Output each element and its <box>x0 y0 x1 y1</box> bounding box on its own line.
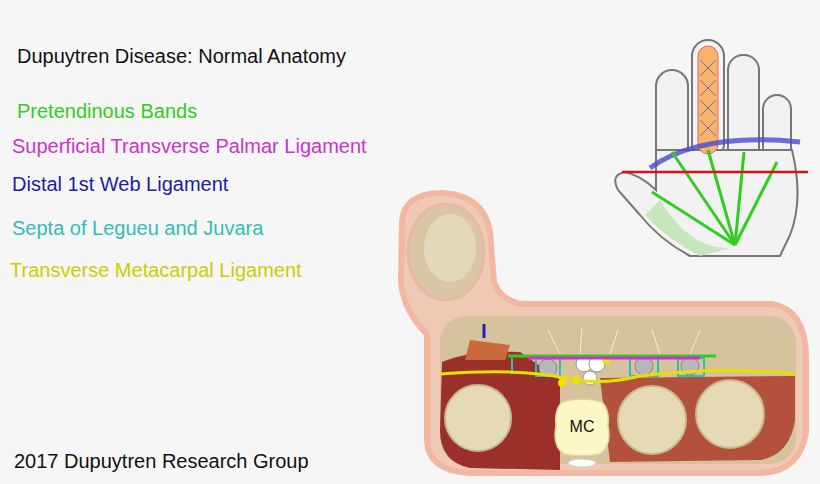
legend-swatch: Superficial Transverse Palmar Ligament <box>12 134 367 158</box>
hand-inset <box>622 171 808 174</box>
hand-inset <box>652 150 777 245</box>
hand-inset <box>700 60 716 136</box>
legend-swatch: Septa of Legueu and Juvara <box>12 216 263 240</box>
bone-shape: MC <box>552 398 612 456</box>
hand-cross-section <box>440 316 796 464</box>
hand-inset <box>652 192 735 245</box>
hand-inset <box>672 152 735 245</box>
legend-swatch: Pretendinous Bands <box>17 99 197 123</box>
fiber-rays <box>652 330 660 354</box>
metacarpal-bone <box>696 380 764 448</box>
ligament-lines <box>508 355 716 358</box>
hand-inset <box>645 200 730 256</box>
legend-text: Septa of Legueu and Juvara <box>12 217 263 239</box>
legend-swatch: Transverse Metacarpal Ligament <box>10 258 302 282</box>
metacarpal-bone <box>568 459 596 467</box>
caption: 2017 Dupuytren Research Group <box>14 449 309 473</box>
metacarpal-bone <box>618 386 686 454</box>
muscle <box>440 340 795 470</box>
hand-inset <box>615 40 808 256</box>
muscle <box>440 352 560 470</box>
title: Dupuytren Disease: Normal Anatomy <box>17 44 346 68</box>
hand-inset <box>698 46 718 154</box>
fiber-rays <box>690 330 700 354</box>
legend-text: Superficial Transverse Palmar Ligament <box>12 135 367 157</box>
metacarpal-bone <box>445 385 511 451</box>
ligament-lines <box>440 324 796 382</box>
ligament-lines <box>483 324 486 338</box>
hand-cross-section <box>408 204 484 300</box>
ligament-lines <box>440 370 796 381</box>
legend-text: Pretendinous Bands <box>17 100 197 122</box>
legend-swatch: Distal 1st Web Ligament <box>12 172 228 196</box>
muscle <box>465 340 510 360</box>
fiber-rays <box>548 330 560 354</box>
metacarpal-bone <box>445 380 764 467</box>
fiber-rays <box>580 328 582 354</box>
hand-inset <box>728 55 759 165</box>
flexor-tendon <box>635 357 653 375</box>
legend-text: Transverse Metacarpal Ligament <box>10 259 302 281</box>
hand-inset <box>735 162 777 245</box>
fiber-rays <box>548 328 700 354</box>
hand-cross-section <box>424 214 476 282</box>
muscle <box>600 376 795 462</box>
hand-inset <box>700 60 716 136</box>
hand-inset <box>700 60 716 136</box>
legend-text: Distal 1st Web Ligament <box>12 173 228 195</box>
flexor-tendon <box>558 379 566 387</box>
bone-label: MC <box>552 418 612 436</box>
hand-inset <box>615 150 797 256</box>
fiber-rays <box>610 330 618 354</box>
ligament-lines <box>528 357 700 360</box>
